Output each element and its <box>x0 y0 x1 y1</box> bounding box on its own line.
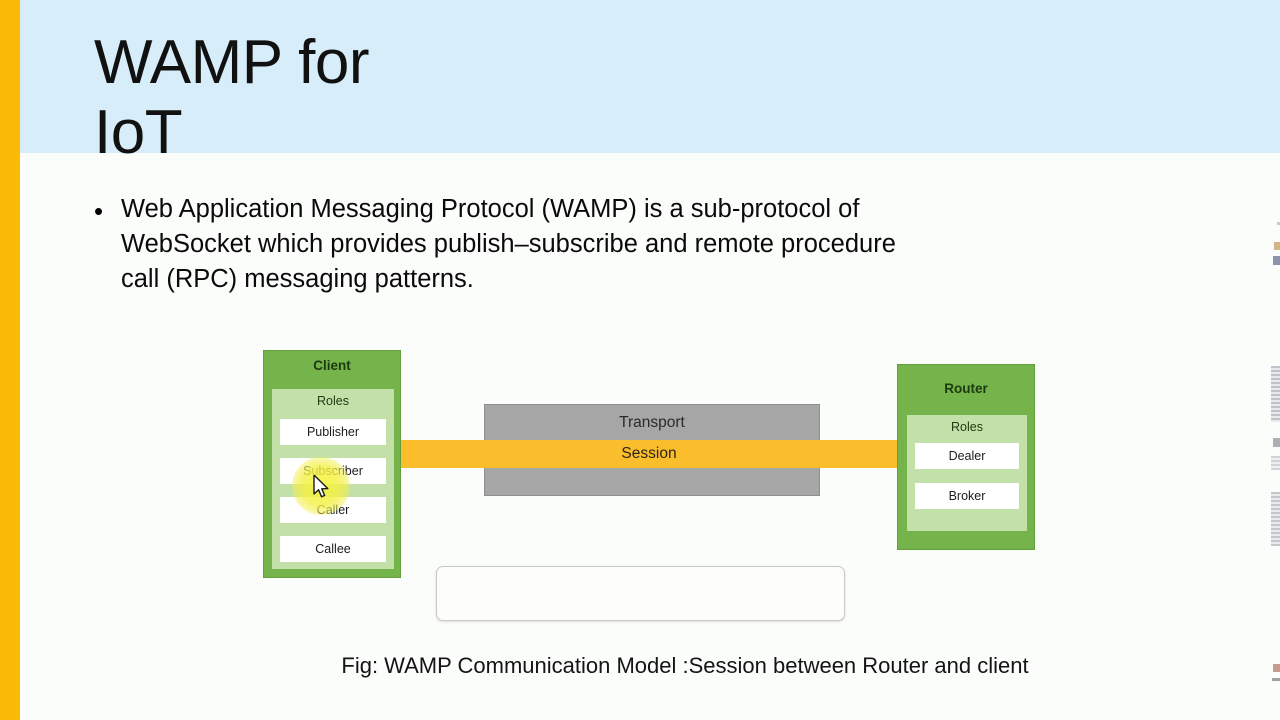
body-bullet: • Web Application Messaging Protocol (WA… <box>94 192 1134 297</box>
title-band <box>20 0 1280 153</box>
left-accent-bar <box>0 0 20 720</box>
bullet-dot-icon: • <box>94 196 104 226</box>
client-roles-label: Roles <box>317 394 349 408</box>
router-box: Router Roles Dealer Broker <box>897 364 1035 550</box>
offscreen-right-panel <box>1262 0 1280 720</box>
client-roles-panel: Roles Publisher Subscriber Caller Callee <box>272 389 394 569</box>
router-title: Router <box>944 381 988 396</box>
figure-caption: Fig: WAMP Communication Model :Session b… <box>341 653 1029 678</box>
client-role-publisher: Publisher <box>280 419 386 445</box>
router-role-broker: Broker <box>915 483 1019 509</box>
transport-label: Transport <box>619 414 685 431</box>
router-roles-label: Roles <box>951 420 983 434</box>
empty-callout-box <box>436 566 845 621</box>
bullet-line-1: Web Application Messaging Protocol (WAMP… <box>121 195 860 223</box>
client-role-caller: Caller <box>280 497 386 523</box>
client-role-subscriber: Subscriber <box>280 458 386 484</box>
session-label: Session <box>621 445 677 462</box>
client-title: Client <box>313 358 351 373</box>
bullet-line-2: WebSocket which provides publish–subscri… <box>121 230 896 258</box>
session-band: Session <box>400 440 898 468</box>
client-box: Client Roles Publisher Subscriber Caller… <box>263 350 401 578</box>
bullet-line-3: call (RPC) messaging patterns. <box>121 265 474 293</box>
client-role-callee: Callee <box>280 536 386 562</box>
bullet-text: Web Application Messaging Protocol (WAMP… <box>121 192 1134 297</box>
router-roles-panel: Roles Dealer Broker <box>907 415 1027 531</box>
page-title: WAMP for IoT <box>94 28 370 167</box>
router-role-dealer: Dealer <box>915 443 1019 469</box>
